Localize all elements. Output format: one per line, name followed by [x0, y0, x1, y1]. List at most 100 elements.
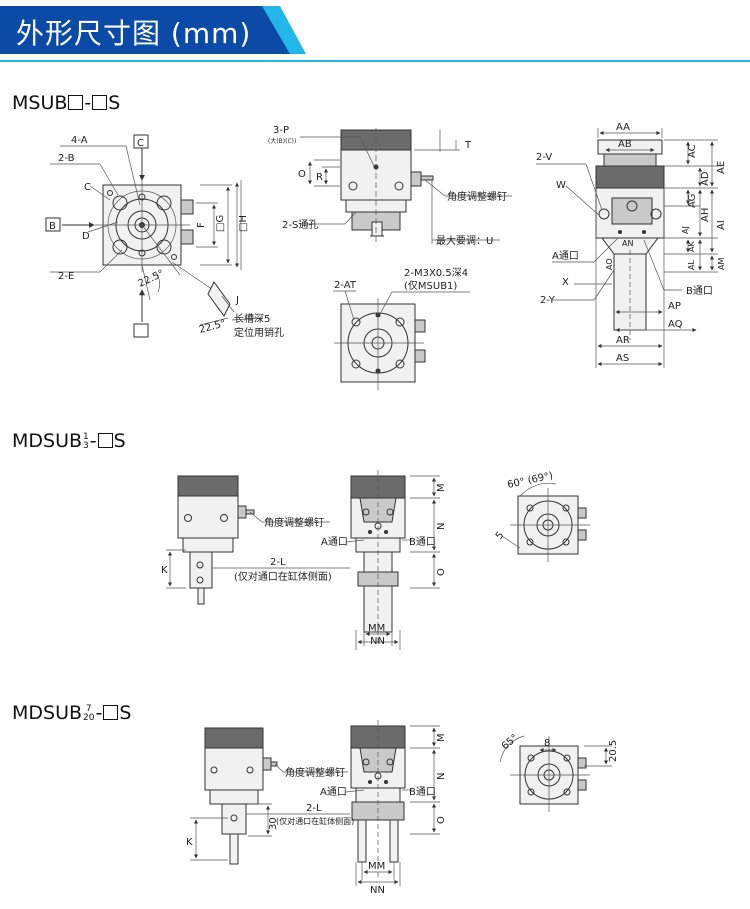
svg-text:2-M3X0.5深4: 2-M3X0.5深4 — [404, 267, 468, 279]
svg-text:A通口: A通口 — [320, 786, 347, 798]
svg-text:M: M — [436, 733, 447, 742]
svg-text:□G: □G — [215, 215, 226, 232]
svg-text:角度调整螺钉: 角度调整螺钉 — [264, 516, 324, 529]
svg-text:B通口: B通口 — [409, 536, 436, 548]
svg-text:22.5°: 22.5° — [137, 268, 166, 289]
svg-text:2-L: 2-L — [306, 803, 322, 814]
svg-text:K: K — [186, 837, 193, 848]
mdsub13-bottom-view — [501, 482, 590, 562]
svg-text:O: O — [436, 816, 447, 824]
msub-side-labels: 3-P (大(B)(C)) T O R 角度调整螺钉 2-S通孔 最大要调：U — [268, 125, 507, 247]
svg-text:65°: 65° — [500, 732, 521, 752]
svg-text:MM: MM — [368, 861, 385, 872]
svg-text:AR: AR — [616, 335, 630, 346]
svg-text:AD: AD — [700, 171, 711, 186]
svg-text:A通口: A通口 — [552, 250, 579, 262]
svg-text:3-P: 3-P — [273, 125, 289, 136]
svg-text:最大要调：U: 最大要调：U — [436, 234, 493, 247]
svg-text:定位用销孔: 定位用销孔 — [234, 326, 284, 339]
svg-text:AN: AN — [622, 239, 633, 248]
svg-text:AM: AM — [717, 258, 726, 270]
svg-text:K: K — [161, 565, 168, 576]
svg-text:AL: AL — [687, 260, 696, 270]
svg-text:AH: AH — [700, 208, 711, 222]
mdsub720-front-view — [345, 720, 440, 886]
svg-text:B: B — [49, 221, 56, 232]
svg-text:(大(B)(C)): (大(B)(C)) — [268, 137, 296, 145]
svg-text:AK: AK — [687, 241, 696, 252]
svg-text:M: M — [436, 483, 447, 492]
svg-text:2-Y: 2-Y — [540, 295, 556, 306]
svg-text:2-E: 2-E — [58, 271, 74, 282]
svg-text:AS: AS — [616, 353, 629, 364]
svg-text:AE: AE — [716, 161, 727, 174]
svg-text:N: N — [436, 773, 447, 780]
svg-text:角度调整螺钉: 角度调整螺钉 — [447, 190, 507, 203]
svg-text:(仅对通口在缸体侧面): (仅对通口在缸体侧面) — [276, 816, 354, 826]
msub-bottom-labels: 2-AT 2-M3X0.5深4 (仅MSUB1) — [334, 267, 468, 292]
header-background — [0, 6, 306, 54]
placeholder-box-icon — [92, 95, 108, 110]
placeholder-box-icon — [68, 95, 84, 110]
page-title: 外形尺寸图 (mm) — [16, 17, 252, 50]
svg-text:O: O — [298, 169, 306, 180]
svg-text:C: C — [84, 182, 91, 193]
svg-text:4-A: 4-A — [71, 135, 88, 146]
svg-text:22.5°: 22.5° — [198, 318, 227, 336]
mdsub720-side-view — [190, 727, 350, 865]
msub-side-view — [300, 128, 512, 245]
svg-text:AI: AI — [716, 220, 727, 230]
svg-text:T: T — [464, 140, 472, 151]
svg-text:□H: □H — [238, 215, 249, 232]
placeholder-box-icon — [97, 433, 113, 448]
svg-text:NN: NN — [370, 636, 385, 647]
svg-text:A通口: A通口 — [321, 536, 348, 548]
svg-text:MM: MM — [368, 623, 385, 634]
svg-text:C: C — [137, 138, 144, 149]
svg-text:5: 5 — [494, 530, 507, 542]
svg-text:O: O — [436, 568, 447, 576]
svg-text:AB: AB — [618, 139, 632, 150]
svg-text:D: D — [82, 231, 90, 242]
section-label-msub: MSUB-S — [12, 92, 121, 114]
svg-text:AJ: AJ — [681, 226, 690, 234]
mdsub720-bottom-view — [499, 735, 612, 812]
svg-text:AQ: AQ — [668, 319, 683, 330]
svg-text:AP: AP — [668, 301, 681, 312]
header-bar: 外形尺寸图 (mm) — [0, 0, 750, 62]
header-underline — [0, 60, 750, 62]
msub-right-labels: AA AB AC AD AE 2-V W AG AH AI AJ AK AL A… — [536, 122, 727, 364]
svg-text:J: J — [235, 295, 239, 306]
svg-text:2-V: 2-V — [536, 152, 552, 163]
svg-text:B通口: B通口 — [686, 285, 713, 297]
svg-text:30: 30 — [268, 817, 279, 830]
svg-text:2-S通孔: 2-S通孔 — [282, 219, 318, 231]
svg-text:20.5: 20.5 — [608, 740, 619, 762]
svg-text:F: F — [196, 222, 207, 228]
msub-front-view — [45, 134, 263, 338]
svg-text:R: R — [316, 172, 323, 183]
svg-text:AC: AC — [687, 144, 698, 158]
svg-text:2-AT: 2-AT — [334, 280, 357, 291]
mdsub13-side-view — [166, 475, 350, 605]
svg-text:2-B: 2-B — [58, 153, 75, 164]
svg-text:8: 8 — [544, 738, 550, 749]
svg-text:角度调整螺钉: 角度调整螺钉 — [285, 766, 345, 779]
msub-right-view — [536, 128, 718, 368]
svg-text:N: N — [436, 523, 447, 530]
svg-text:(仅对通口在缸体侧面): (仅对通口在缸体侧面) — [234, 570, 332, 583]
svg-text:AA: AA — [616, 122, 630, 133]
svg-text:2-L: 2-L — [270, 557, 286, 568]
msub-bottom-view — [333, 290, 470, 390]
mdsub13-front-view — [345, 470, 440, 650]
svg-text:X: X — [562, 277, 569, 288]
svg-text:长槽深5: 长槽深5 — [234, 312, 270, 325]
svg-text:B通口: B通口 — [409, 786, 436, 798]
svg-text:AO: AO — [605, 258, 614, 270]
svg-text:AG: AG — [687, 194, 698, 208]
